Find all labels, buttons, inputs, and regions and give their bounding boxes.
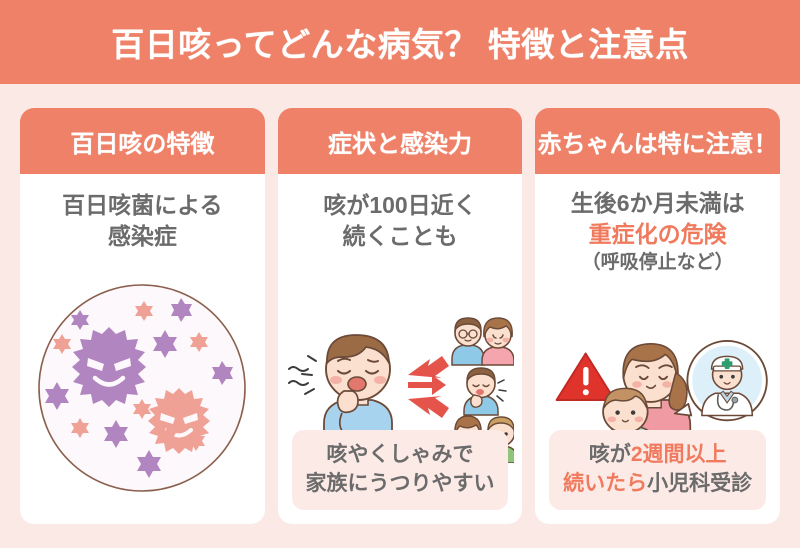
card-symptoms: 症状と感染力 咳が100日近く 続くことも bbox=[277, 108, 523, 524]
card-babies-lead-line1: 生後6か月未満は bbox=[570, 190, 745, 216]
card-symptoms-footer-line2: 家族にうつりやすい bbox=[305, 471, 495, 495]
card-babies-header-label: 赤ちゃんは特に注意！ bbox=[537, 130, 778, 158]
card-babies-header: 赤ちゃんは特に注意！ bbox=[535, 108, 781, 174]
card-features-lead-line1: 百日咳菌による bbox=[62, 192, 223, 218]
page-title-bar: 百日咳ってどんな病気？ 特徴と注意点 bbox=[0, 0, 800, 84]
card-features-lead-line2: 感染症 bbox=[107, 222, 177, 249]
card-features: 百日咳の特徴 百日咳菌による 感染症 bbox=[20, 108, 265, 524]
page-title: 百日咳ってどんな病気？ 特徴と注意点 bbox=[111, 26, 689, 63]
warning-triangle-icon bbox=[555, 352, 617, 401]
card-symptoms-header-label: 症状と感染力 bbox=[328, 130, 472, 158]
card-features-header: 百日咳の特徴 bbox=[20, 108, 265, 174]
card-babies-body: 生後6か月未満は 重症化の危険 （呼吸停止など） bbox=[535, 174, 780, 524]
card-babies-footer-line1: 咳が2週間以上 bbox=[555, 441, 760, 469]
card-symptoms-header: 症状と感染力 bbox=[277, 108, 523, 174]
card-symptoms-footer-line1: 咳やくしゃみで bbox=[326, 443, 474, 467]
card-features-header-label: 百日咳の特徴 bbox=[70, 130, 215, 158]
card-symptoms-lead-line2: 続くことも bbox=[342, 222, 458, 249]
card-symptoms-lead-line1: 咳が100日近く bbox=[323, 192, 477, 218]
card-symptoms-body: 咳が100日近く 続くことも bbox=[278, 174, 523, 524]
germ-circle-icon bbox=[38, 283, 247, 492]
card-babies-lead-line3: （呼吸停止など） bbox=[581, 252, 734, 274]
card-babies: 赤ちゃんは特に注意！ 生後6か月未満は 重症化の危険 （呼吸停止など） bbox=[535, 108, 781, 524]
card-babies-footer: 咳が2週間以上 続いたら小児科受診 bbox=[549, 430, 767, 510]
card-babies-footer-line2-plain: 小児科受診 bbox=[647, 471, 753, 495]
card-babies-footer-line2-highlight: 続いたら bbox=[563, 471, 648, 495]
card-symptoms-lead: 咳が100日近く 続くことも bbox=[323, 190, 476, 251]
card-symptoms-footer: 咳やくしゃみで 家族にうつりやすい bbox=[291, 430, 509, 510]
card-grid: 百日咳の特徴 百日咳菌による 感染症 bbox=[20, 108, 781, 524]
card-babies-lead: 生後6か月未満は 重症化の危険 （呼吸停止など） bbox=[571, 188, 745, 275]
card-babies-footer-line1-highlight: 2週間以上 bbox=[630, 443, 727, 467]
card-features-illustration-area bbox=[28, 251, 257, 524]
card-babies-footer-line2: 続いたら小児科受診 bbox=[555, 470, 760, 498]
card-features-lead: 百日咳菌による 感染症 bbox=[62, 190, 222, 251]
card-features-body: 百日咳菌による 感染症 bbox=[20, 174, 265, 524]
doctor-speech-bubble-icon bbox=[674, 339, 769, 421]
card-babies-lead-line2: 重症化の危険 bbox=[588, 220, 727, 247]
card-babies-footer-line1-plain: 咳が bbox=[588, 443, 631, 467]
